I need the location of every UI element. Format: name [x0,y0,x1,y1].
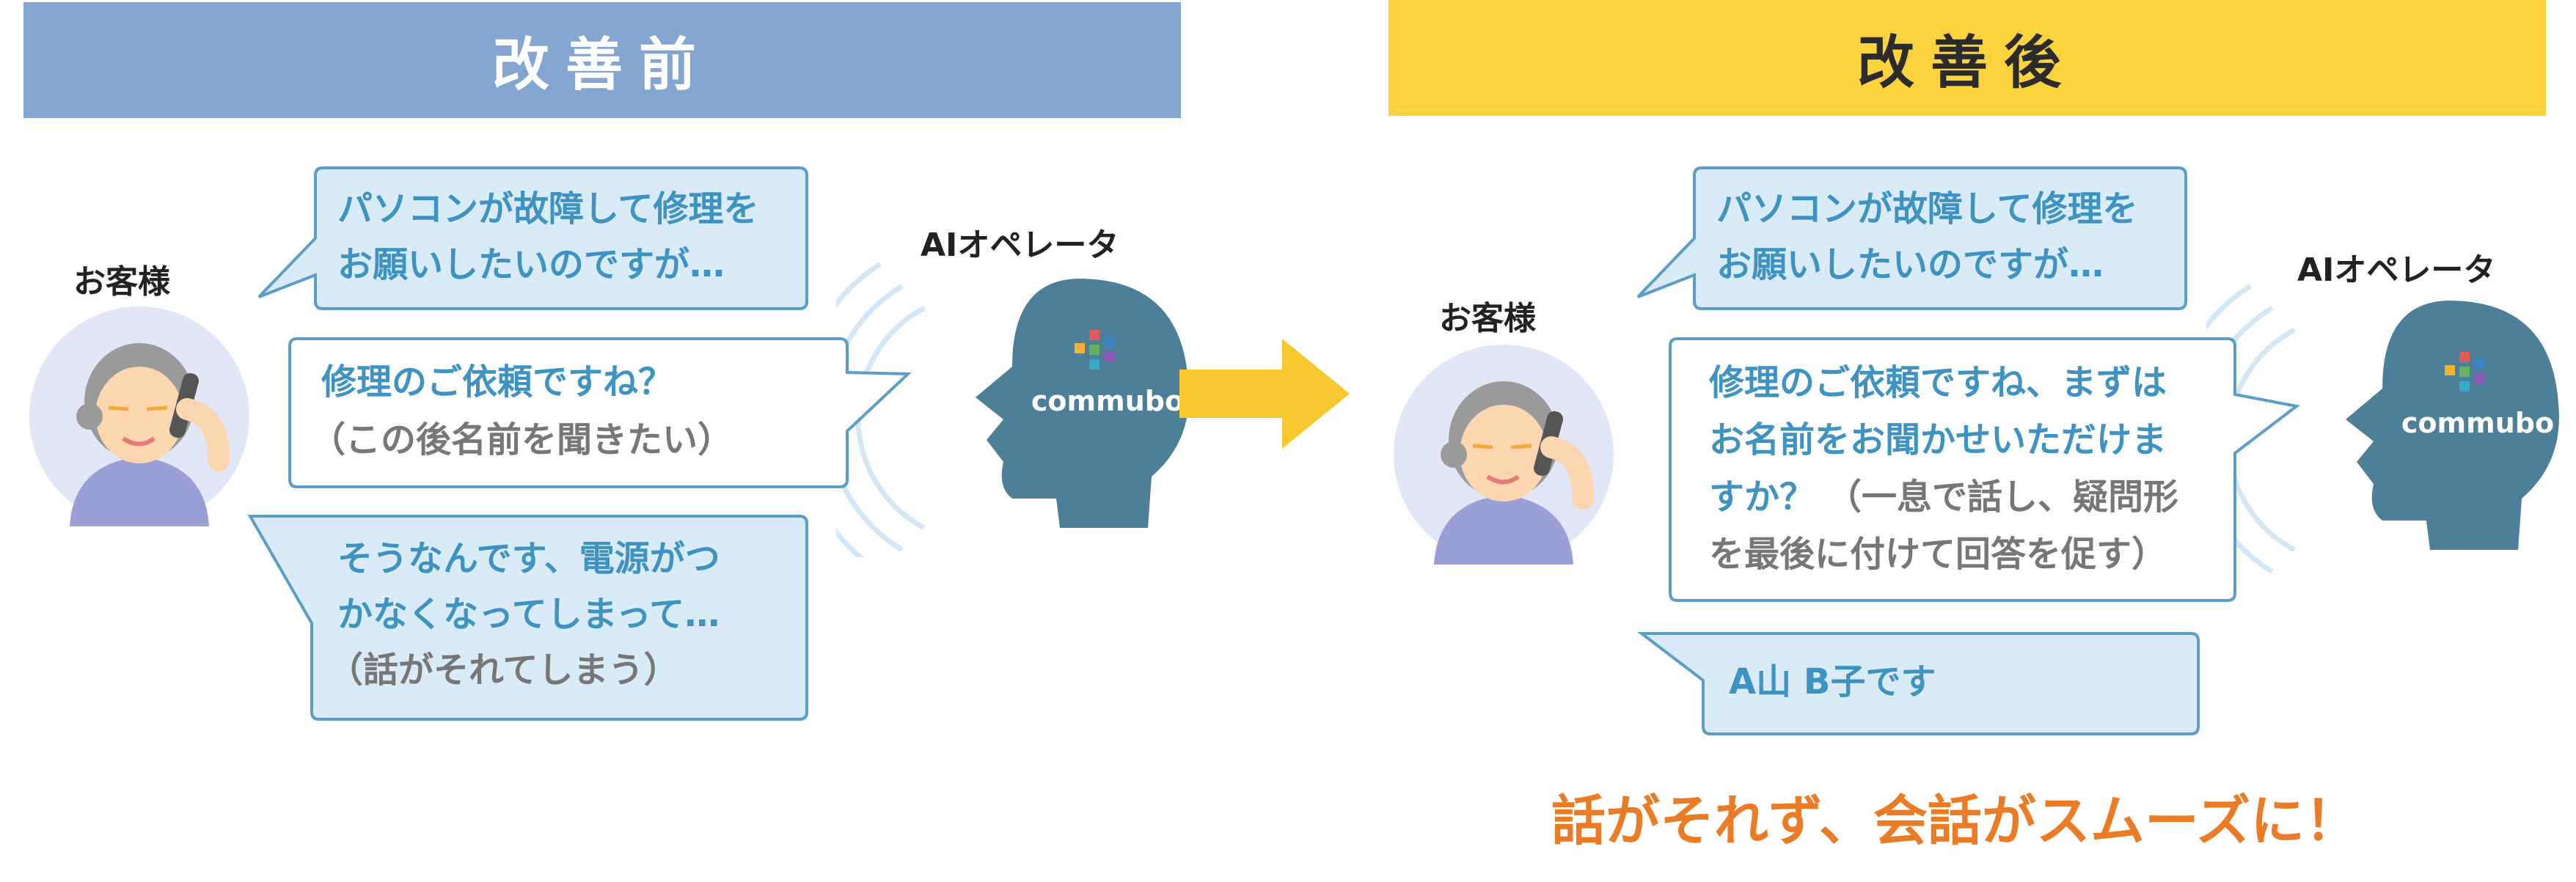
bubble-text: 修理のご依頼ですね、まずは [1709,362,2167,403]
bubble-text: お願いしたいのですが… [1716,244,2104,285]
bubble-text: パソコンが故障して修理を [1716,188,2138,229]
customer-label: お客様 [1439,300,1536,337]
bubble-text: （この後名前を聞きたい） [310,419,733,460]
commubo-logo-text: commubo [2401,407,2554,439]
customer-label: お客様 [73,263,170,301]
bubble-text: 修理のご依頼ですね？ [321,361,674,403]
after-ai-bubble: 修理のご依頼ですね、まずは お名前をお聞かせいただけま すか？ （一息で話し、疑… [1669,336,2300,603]
bubble-text: （一息で話し、疑問形 [1826,477,2179,518]
conclusion-text: 話がそれず、会話がスムーズに！ [1551,790,2360,853]
bubble-text: すか？ [1709,477,1815,518]
commubo-logo-text: commubo [1031,385,1184,417]
customer-illustration [1394,345,1621,572]
after-banner: 改善後 [1388,0,2546,116]
ai-operator-illustration: commubo [2206,242,2576,579]
ai-operator-illustration: commubo [836,220,1218,557]
bubble-text: を最後に付けて回答を促す） [1709,534,2167,575]
right-arrow-icon [1179,339,1350,449]
after-customer-bubble-2: A山 B子です [1637,631,2202,737]
after-customer-bubble-1: パソコンが故障して修理を お願いしたいのですが… [1632,165,2189,312]
bubble-text: お願いしたいのですが… [337,244,725,285]
before-banner: 改善前 [23,2,1181,118]
bubble-text: （話がそれてしまう） [328,650,679,691]
bubble-text: そうなんです、電源がつ [337,538,720,579]
bubble-text: お名前をお聞かせいただけま [1709,419,2167,460]
ai-operator-label: AIオペレータ [2297,251,2496,289]
before-customer-bubble-1: パソコンが故障して修理を お願いしたいのですが… [253,165,811,312]
bubble-text: かなくなってしまって… [337,594,720,635]
bubble-text: A山 B子です [1729,661,1936,702]
bubble-text: パソコンが故障して修理を [337,188,759,229]
before-ai-bubble: 修理のご依頼ですね？ （この後名前を聞きたい） [288,336,913,490]
before-customer-bubble-2: そうなんです、電源がつ かなくなってしまって… （話がそれてしまう） [246,513,811,722]
customer-illustration [29,306,257,534]
ai-operator-label: AIオペレータ [921,227,1119,264]
